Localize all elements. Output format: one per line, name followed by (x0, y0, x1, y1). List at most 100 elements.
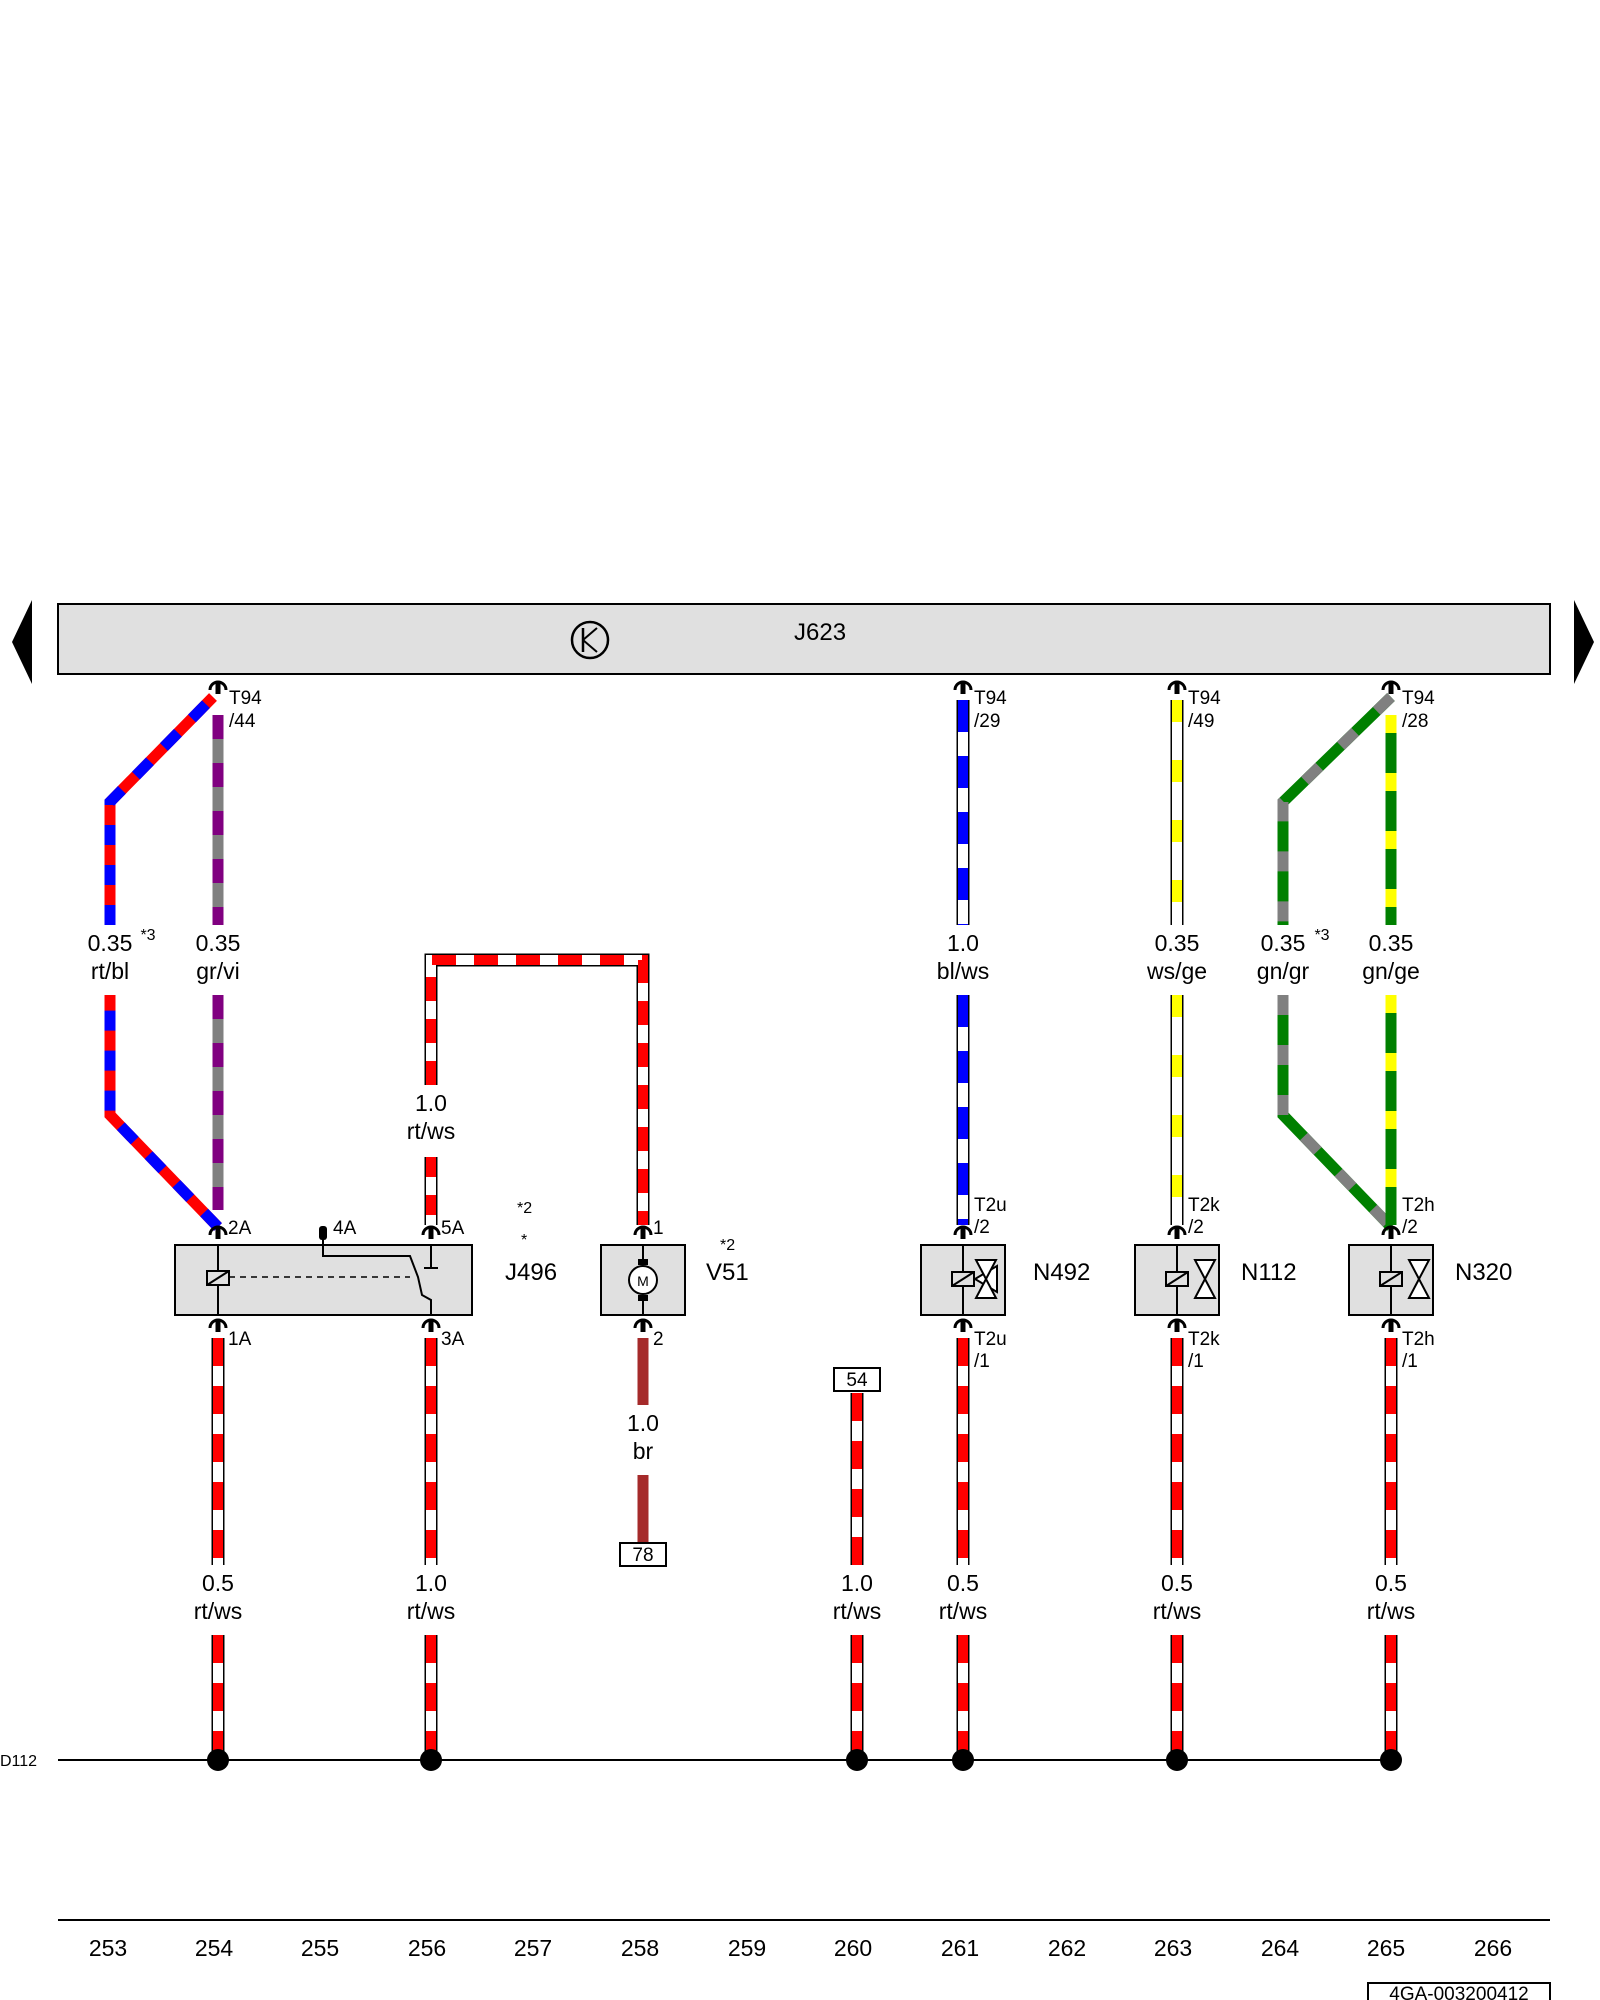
svg-text:0.5: 0.5 (1161, 1570, 1193, 1596)
motor-icon (628, 1265, 658, 1295)
svg-text:265: 265 (1367, 1935, 1405, 1961)
svg-text:T2k: T2k (1188, 1329, 1220, 1350)
pin-2a: 2A (228, 1218, 252, 1239)
wire-labels: 0.35 *3 rt/bl 0.35 gr/vi 1.0 rt/ws 1.0 b… (88, 927, 1420, 1624)
svg-text:T2h: T2h (1402, 1329, 1435, 1350)
svg-text:0.35: 0.35 (1155, 930, 1200, 956)
relay-switch-icon (322, 1238, 432, 1315)
svg-text:0.35: 0.35 (196, 930, 241, 956)
wire-gn-gr[interactable] (1277, 693, 1395, 1231)
connector-labels: T94 /44 T94 /29 T94 /49 T94 /28 T2u /2 T… (229, 688, 1435, 1372)
svg-text:rt/ws: rt/ws (1153, 1598, 1202, 1624)
svg-text:4GA-003200412: 4GA-003200412 (1389, 1984, 1528, 2000)
v51-pin-1: 1 (653, 1218, 664, 1239)
svg-text:257: 257 (514, 1935, 552, 1961)
v51-pin-2: 2 (653, 1329, 664, 1350)
relay-j496[interactable]: J496 *2 * 2A 4A 5A 1A 3A (174, 1200, 557, 1350)
svg-text:T2u: T2u (974, 1195, 1007, 1216)
svg-text:/2: /2 (974, 1217, 990, 1238)
ecu-label: J623 (794, 619, 846, 646)
svg-text:/28: /28 (1402, 711, 1428, 732)
svg-text:rt/ws: rt/ws (194, 1598, 243, 1624)
svg-text:rt/ws: rt/ws (407, 1598, 456, 1624)
svg-text:T2u: T2u (974, 1329, 1007, 1350)
svg-text:0.5: 0.5 (947, 1570, 979, 1596)
pin-5a: 5A (441, 1218, 465, 1239)
svg-text:78: 78 (632, 1545, 653, 1566)
connector-symbols (208, 680, 1401, 1334)
svg-text:T94: T94 (1402, 688, 1435, 709)
n492-label: N492 (1033, 1259, 1090, 1286)
svg-text:rt/bl: rt/bl (91, 958, 129, 984)
svg-text:gn/ge: gn/ge (1362, 958, 1420, 984)
svg-text:1.0: 1.0 (415, 1570, 447, 1596)
svg-text:1.0: 1.0 (841, 1570, 873, 1596)
wire-rt-bl[interactable] (104, 693, 222, 1231)
svg-text:264: 264 (1261, 1935, 1300, 1961)
svg-text:/29: /29 (974, 711, 1000, 732)
svg-text:T2k: T2k (1188, 1195, 1220, 1216)
svg-text:T2h: T2h (1402, 1195, 1435, 1216)
svg-text:0.35: 0.35 (1369, 930, 1414, 956)
ground-bus-d112: D112 (0, 1749, 1402, 1771)
svg-text:/44: /44 (229, 711, 256, 732)
v51-label: V51 (706, 1259, 749, 1286)
svg-text:rt/ws: rt/ws (407, 1118, 456, 1144)
next-page-arrow[interactable] (1574, 600, 1594, 684)
ground-ref-label: D112 (0, 1753, 37, 1770)
svg-text:T94: T94 (1188, 688, 1221, 709)
svg-text:rt/ws: rt/ws (1367, 1598, 1416, 1624)
svg-text:/49: /49 (1188, 711, 1214, 732)
svg-text:1.0: 1.0 (627, 1410, 659, 1436)
prev-page-arrow[interactable] (12, 600, 32, 684)
svg-text:256: 256 (408, 1935, 446, 1961)
valve-icon (1407, 1259, 1431, 1282)
pump-v51[interactable]: M V51 *2 1 2 (600, 1218, 749, 1350)
svg-text:253: 253 (89, 1935, 127, 1961)
svg-text:*3: *3 (140, 927, 155, 944)
svg-text:263: 263 (1154, 1935, 1192, 1961)
svg-text:/2: /2 (1402, 1217, 1418, 1238)
svg-text:254: 254 (195, 1935, 234, 1961)
terminal-78[interactable]: 78 (619, 1542, 667, 1567)
valve-n112[interactable]: N112 (1134, 1244, 1297, 1316)
svg-text:1.0: 1.0 (947, 930, 979, 956)
svg-text:T94: T94 (974, 688, 1007, 709)
terminal-54[interactable]: 54 (833, 1367, 881, 1392)
valve-n492[interactable]: N492 (920, 1244, 1090, 1316)
svg-text:/2: /2 (1188, 1217, 1204, 1238)
svg-text:266: 266 (1474, 1935, 1512, 1961)
svg-text:258: 258 (621, 1935, 659, 1961)
svg-text:br: br (633, 1438, 654, 1464)
svg-text:rt/ws: rt/ws (939, 1598, 988, 1624)
svg-text:0.35: 0.35 (1261, 930, 1306, 956)
svg-text:261: 261 (941, 1935, 979, 1961)
n320-label: N320 (1455, 1259, 1512, 1286)
svg-text:54: 54 (846, 1370, 868, 1391)
pin-4a: 4A (333, 1218, 357, 1239)
svg-text:259: 259 (728, 1935, 766, 1961)
svg-text:255: 255 (301, 1935, 339, 1961)
svg-text:260: 260 (834, 1935, 872, 1961)
svg-text:T94: T94 (229, 688, 262, 709)
pin-3a: 3A (441, 1329, 465, 1350)
j496-label: J496 (505, 1259, 557, 1286)
valve-n320[interactable]: N320 (1348, 1244, 1512, 1316)
footer-code: 4GA-003200412 (1367, 1982, 1551, 2000)
valve-icon (1193, 1259, 1217, 1282)
svg-text:gn/gr: gn/gr (1257, 958, 1310, 984)
svg-text:1.0: 1.0 (415, 1090, 447, 1116)
svg-text:gr/vi: gr/vi (196, 958, 239, 984)
wire-rt-ws-j496-v51[interactable] (424, 953, 650, 1225)
svg-text:M: M (637, 1273, 649, 1289)
ecu-j623: J623 (57, 603, 1551, 675)
wire-rt-ws-lower[interactable] (211, 1338, 1398, 1758)
svg-text:ws/ge: ws/ge (1146, 958, 1207, 984)
svg-text:/1: /1 (1402, 1351, 1418, 1372)
pin-1a: 1A (228, 1329, 252, 1350)
svg-text:/1: /1 (974, 1351, 990, 1372)
j496-note-top: *2 (517, 1200, 532, 1217)
n112-label: N112 (1241, 1259, 1297, 1286)
svg-text:0.5: 0.5 (1375, 1570, 1407, 1596)
